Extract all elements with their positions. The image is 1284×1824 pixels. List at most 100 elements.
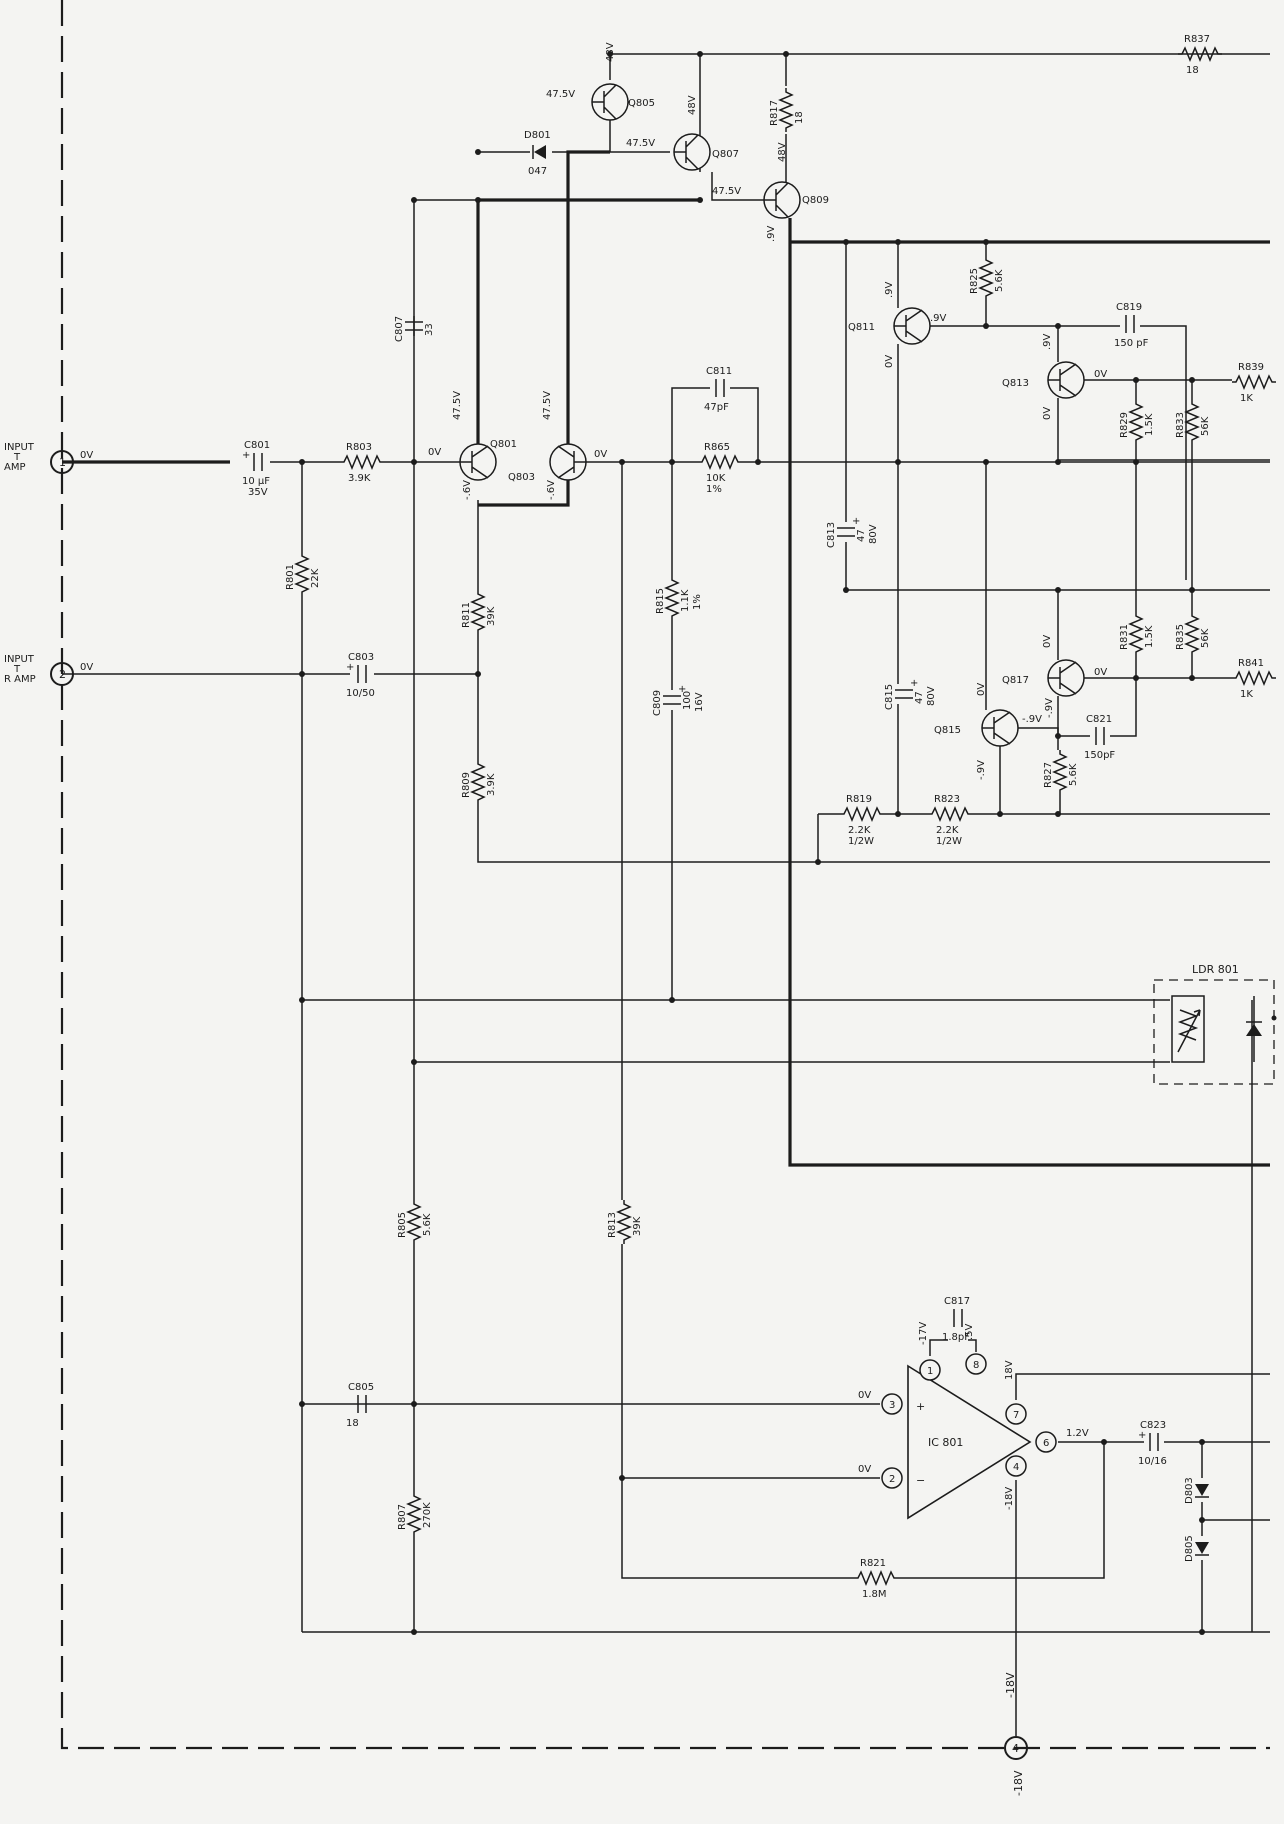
- transistor-label: 0V: [1042, 407, 1053, 420]
- capacitor-ref: C817: [944, 1296, 970, 1307]
- capacitor-polarity: +: [678, 684, 686, 695]
- capacitor-ref: C813: [826, 522, 837, 548]
- resistor-ref: R805: [397, 1212, 408, 1238]
- transistor-leads: [894, 309, 923, 343]
- resistor-symbol: [928, 806, 972, 822]
- resistor-value: 3.9K: [486, 773, 497, 796]
- capacitor-symbol: [953, 1309, 963, 1327]
- resistor-ref: R809: [461, 772, 472, 798]
- capacitor-value: 18: [346, 1418, 359, 1429]
- terminal-number: 2: [59, 668, 66, 681]
- resistor-r805: R805 5.6K: [397, 1200, 433, 1244]
- pin-voltage: .5V: [964, 1323, 975, 1340]
- transistor-label: -.9V: [1022, 714, 1042, 725]
- transistor-label: Q805: [628, 98, 655, 109]
- resistor-ref: R821: [860, 1558, 886, 1569]
- resistor-ref: R833: [1175, 412, 1186, 438]
- junction-dot: [1055, 587, 1061, 593]
- transistor-leads: [674, 134, 699, 170]
- transistor-label: 47.5V: [542, 391, 553, 420]
- junction-dot: [299, 997, 305, 1003]
- capacitor-ref: C807: [394, 316, 405, 342]
- capacitor-symbol: [357, 1395, 367, 1413]
- junction-dot: [1199, 1629, 1205, 1635]
- transistor-leads: [982, 711, 1011, 745]
- junction-dot: [895, 239, 901, 245]
- transistor-label: Q809: [802, 195, 829, 206]
- opamp-ic801: IC 801 + −: [907, 1364, 1032, 1520]
- pin-voltage: -18V: [1004, 1487, 1015, 1510]
- capacitor-ref: C801: [244, 440, 270, 451]
- capacitor-symbol: [1149, 1433, 1159, 1451]
- supply-voltage: -18V: [1012, 1770, 1025, 1796]
- junction-dot: [1133, 377, 1139, 383]
- junction-dot: [895, 459, 901, 465]
- resistor-ref: R831: [1119, 624, 1130, 650]
- capacitor-ref: C823: [1140, 1420, 1166, 1431]
- transistor-label: 0V: [594, 449, 607, 460]
- resistor-value: 1.8M: [862, 1589, 887, 1600]
- junction-dot: [697, 51, 703, 57]
- resistor-ref: R811: [461, 602, 472, 628]
- pin-circle: [1005, 1403, 1027, 1425]
- transistor-label: Q813: [1002, 378, 1029, 389]
- transistor-label: -.6V: [546, 480, 557, 500]
- terminal-circle: [50, 662, 74, 686]
- supply-terminal: 4 -18V -18V: [1004, 1672, 1028, 1796]
- capacitor-value: 47: [914, 691, 925, 704]
- resistor-value: 1K: [1240, 393, 1253, 404]
- capacitor-symbol: [405, 321, 423, 331]
- junction-dot: [983, 459, 989, 465]
- resistor-value: 5.6K: [1068, 763, 1079, 786]
- capacitor-symbol: [895, 689, 913, 699]
- junction-dot: [475, 149, 481, 155]
- capacitor-ref: C815: [884, 684, 895, 710]
- resistor-symbol: [698, 454, 742, 470]
- transistor-label: 0V: [1042, 635, 1053, 648]
- capacitor-symbol: [663, 695, 681, 705]
- capacitor-value-2: 35V: [248, 487, 268, 498]
- diode-value: 047: [528, 166, 547, 177]
- capacitor-polarity: +: [1138, 1430, 1146, 1441]
- terminal-label: INPUT: [4, 442, 35, 453]
- pin-number: 8: [973, 1360, 979, 1371]
- pin-number: 2: [889, 1474, 895, 1485]
- transistor-label: -.9V: [1044, 698, 1055, 718]
- transistor-label: 48V: [687, 95, 698, 115]
- transistor-leads: [1048, 661, 1077, 695]
- opamp-plus: +: [916, 1400, 925, 1413]
- diode-symbol: [534, 145, 546, 159]
- resistor-value: 5.6K: [422, 1213, 433, 1236]
- junction-dot: [1189, 675, 1195, 681]
- junction-dot: [411, 1059, 417, 1065]
- transistor-label: 48V: [605, 42, 616, 62]
- capacitor-symbol: [715, 379, 725, 397]
- pin-voltage: 0V: [858, 1464, 871, 1475]
- junction-dot: [755, 459, 761, 465]
- junction-dot: [1199, 1517, 1205, 1523]
- diode-d805: D805: [1184, 1535, 1209, 1562]
- transistor-label: 0V: [428, 447, 441, 458]
- capacitor-ref: C805: [348, 1382, 374, 1393]
- opamp-pin-8: 8 .5V: [964, 1323, 987, 1375]
- resistor-symbol: [406, 1492, 422, 1536]
- resistor-symbol: [294, 552, 310, 596]
- resistor-value: 2.2K: [936, 825, 959, 836]
- junction-dot: [815, 859, 821, 865]
